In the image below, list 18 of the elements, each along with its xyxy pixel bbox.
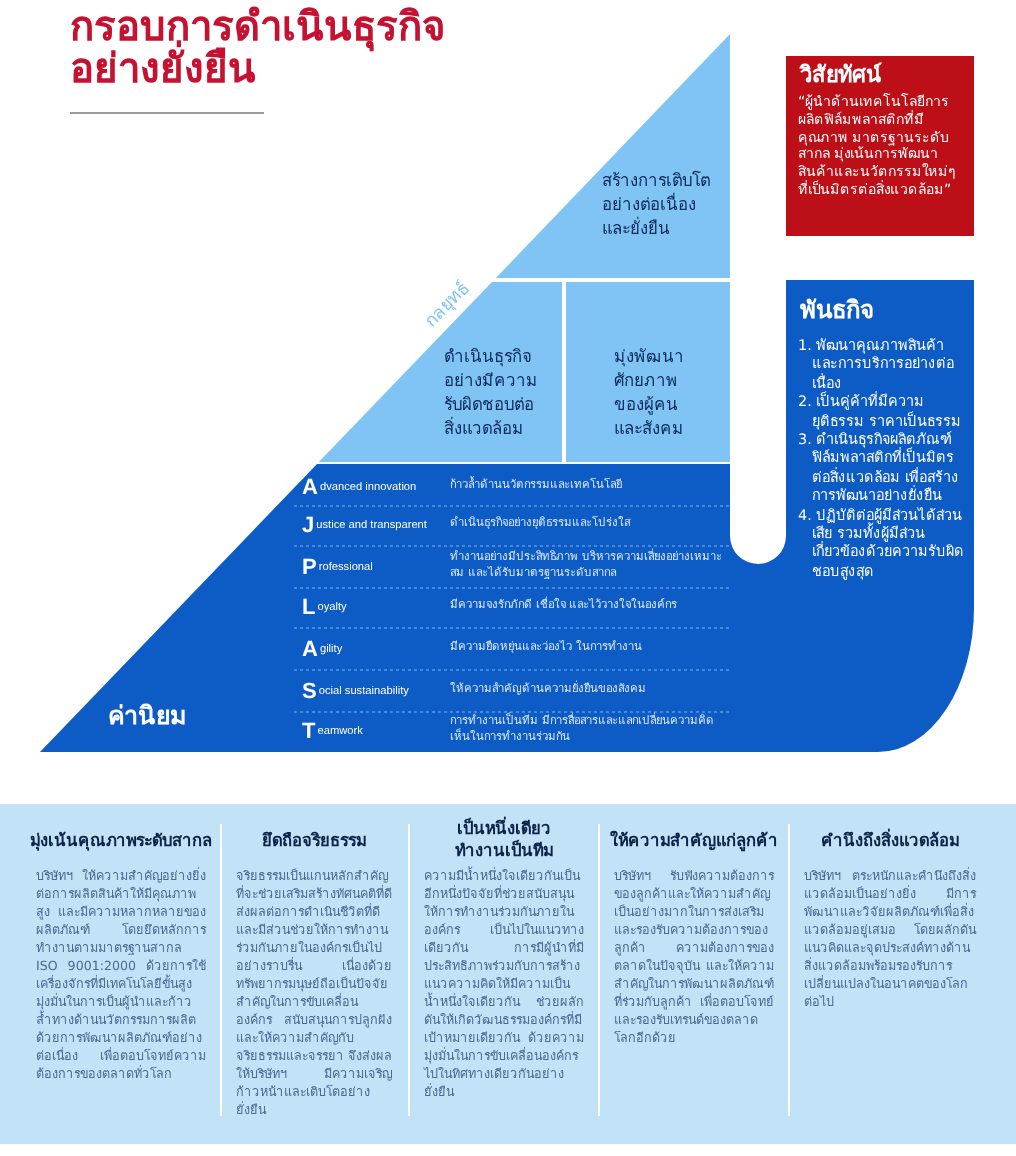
vision-panel [786,56,974,236]
column-heading: ให้ความสำคัญแก่ลูกค้า [608,827,780,856]
column-heading: เป็นหนึ่งเดียวทำงานเป็นทีม [453,814,555,864]
column-heading: ยึดถือจริยธรรม [260,827,368,853]
mission-panel [786,280,974,752]
strategy-text: มุ่งพัฒนาศักยภาพของผู้คนและสังคม [614,344,686,440]
panel-heading: วิสัยทัศน์ [800,62,882,88]
column-heading: มุ่งเน้นคุณภาพระดับสากล [28,827,214,855]
info-band [0,804,1016,1144]
values-band [40,464,788,752]
title: กรอบการดำเนินธุรกิจอย่างยั่งยืน [70,6,448,90]
strategy-text: สร้างการเติบโตอย่างต่อเนื่องและยั่งยืน [602,168,712,240]
panel-heading: พันธกิจ [800,296,874,324]
strategy-cell [566,282,730,462]
strategy-cell [494,34,730,278]
values-heading: ค่านิยม [108,700,186,730]
strategy-text: ดำเนินธุรกิจอย่างมีความรับผิดชอบต่อสิ่งแวดล้อม [444,344,540,440]
column-heading: คำนึงถึงสิ่งแวดล้อม [819,826,961,853]
